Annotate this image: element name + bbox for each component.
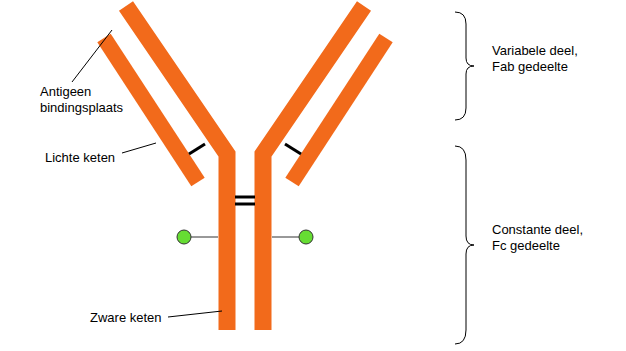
glycan-dot bbox=[299, 230, 313, 244]
glycan-link bbox=[191, 237, 218, 238]
disulfide-bond bbox=[285, 144, 301, 154]
light-chain bbox=[292, 38, 386, 182]
leader-line bbox=[168, 311, 222, 317]
disulfide-bond bbox=[189, 144, 205, 154]
heavy-chain bbox=[126, 6, 227, 330]
leader-line bbox=[122, 143, 156, 153]
bracket bbox=[455, 12, 474, 120]
leader-line bbox=[72, 30, 112, 82]
disulfide-bond bbox=[235, 196, 255, 199]
region-label: Constante deel, Fc gedeelte bbox=[492, 222, 600, 254]
glycan-link bbox=[272, 237, 299, 238]
part-label: Lichte keten bbox=[45, 150, 135, 166]
part-label: Zware keten bbox=[90, 310, 180, 326]
glycan-dot bbox=[177, 230, 191, 244]
part-label: Antigeen bindingsplaats bbox=[40, 84, 135, 116]
region-label: Variabele deel, Fab gedeelte bbox=[492, 43, 600, 75]
bracket bbox=[455, 146, 474, 344]
heavy-chain bbox=[263, 6, 364, 330]
disulfide-bond bbox=[235, 203, 255, 206]
